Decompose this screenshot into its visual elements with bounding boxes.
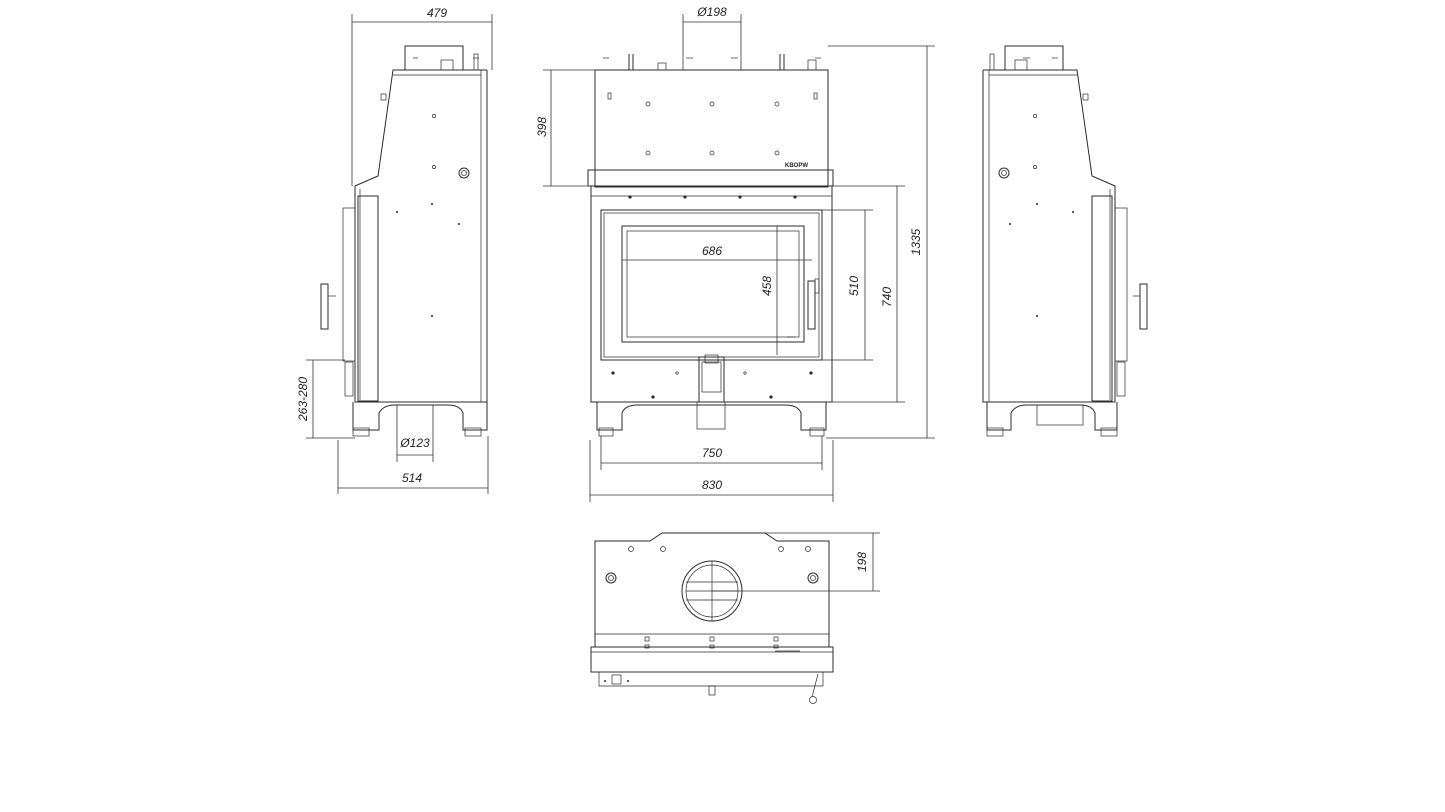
dim-side-outlet-diameter: Ø123 [399,436,430,450]
dim-front-door-height: 510 [847,276,861,296]
dim-front-inner-width: 750 [702,446,722,460]
right-side-view [982,45,1148,437]
dim-front-flue-diameter: Ø198 [696,5,727,19]
top-view [590,532,834,704]
dim-front-upper-height: 398 [535,117,549,137]
dim-side-feet-height: 263-280 [296,377,310,422]
dim-side-depth-bottom: 514 [402,471,422,485]
brand-plate-label: KBOPW [785,163,808,169]
dim-front-total-width: 830 [702,478,722,492]
dim-side-depth-top: 479 [427,6,447,20]
dim-front-body-height: 740 [880,287,894,307]
front-view: KBOPW [587,54,834,437]
dim-top-flue-offset: 198 [855,552,869,572]
dimension-lines [306,14,935,592]
dimension-labels: 479 514 263-280 Ø123 Ø198 398 1335 740 5… [296,5,923,572]
dim-front-glass-height: 458 [760,276,774,296]
dim-front-glass-width: 686 [702,244,722,258]
dim-front-total-height: 1335 [909,228,923,255]
left-side-view [320,45,488,437]
